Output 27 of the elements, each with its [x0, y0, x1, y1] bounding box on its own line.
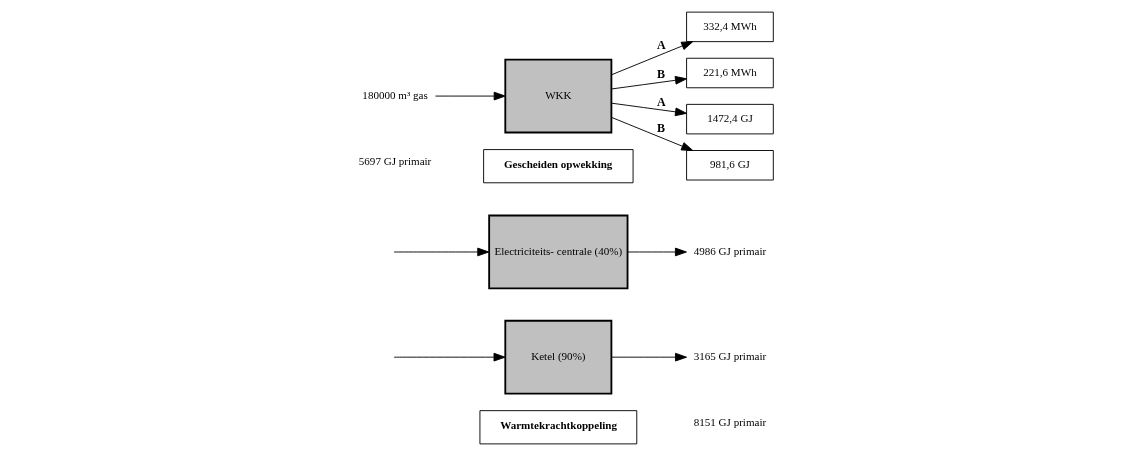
label: 8151 GJ primair	[693, 416, 766, 429]
arrow	[610, 116, 693, 151]
node-box: 221,6 MWh	[685, 57, 774, 89]
node-box: Gescheiden opwekking	[482, 149, 634, 184]
edge-label: B	[656, 121, 665, 136]
node-text: 180000 m³ gas	[361, 88, 428, 101]
arrow	[395, 352, 505, 362]
edge-label: A	[656, 94, 666, 109]
node-box: Ketel (90%)	[503, 319, 612, 395]
node-box: Warmtekrachtkoppeling	[478, 410, 637, 445]
node-box: 332,4 MWh	[685, 11, 774, 43]
node-box: 981,6 GJ	[685, 150, 774, 181]
arrow	[610, 41, 693, 76]
node-box: 1472,4 GJ	[685, 103, 774, 135]
node-text: 3165 GJ primair	[693, 350, 766, 363]
node-box: Electriciteits- centrale (40%)	[487, 214, 628, 290]
label: 5697 GJ primair	[358, 155, 431, 168]
arrow	[610, 352, 687, 362]
edge-label: B	[656, 66, 665, 81]
arrow	[610, 75, 687, 90]
arrow	[395, 247, 489, 257]
edge-label: A	[656, 38, 666, 53]
node-text: 4986 GJ primair	[693, 244, 766, 257]
arrow	[626, 247, 687, 257]
arrow	[434, 91, 506, 101]
arrow	[610, 102, 687, 117]
node-box: WKK	[503, 58, 612, 134]
